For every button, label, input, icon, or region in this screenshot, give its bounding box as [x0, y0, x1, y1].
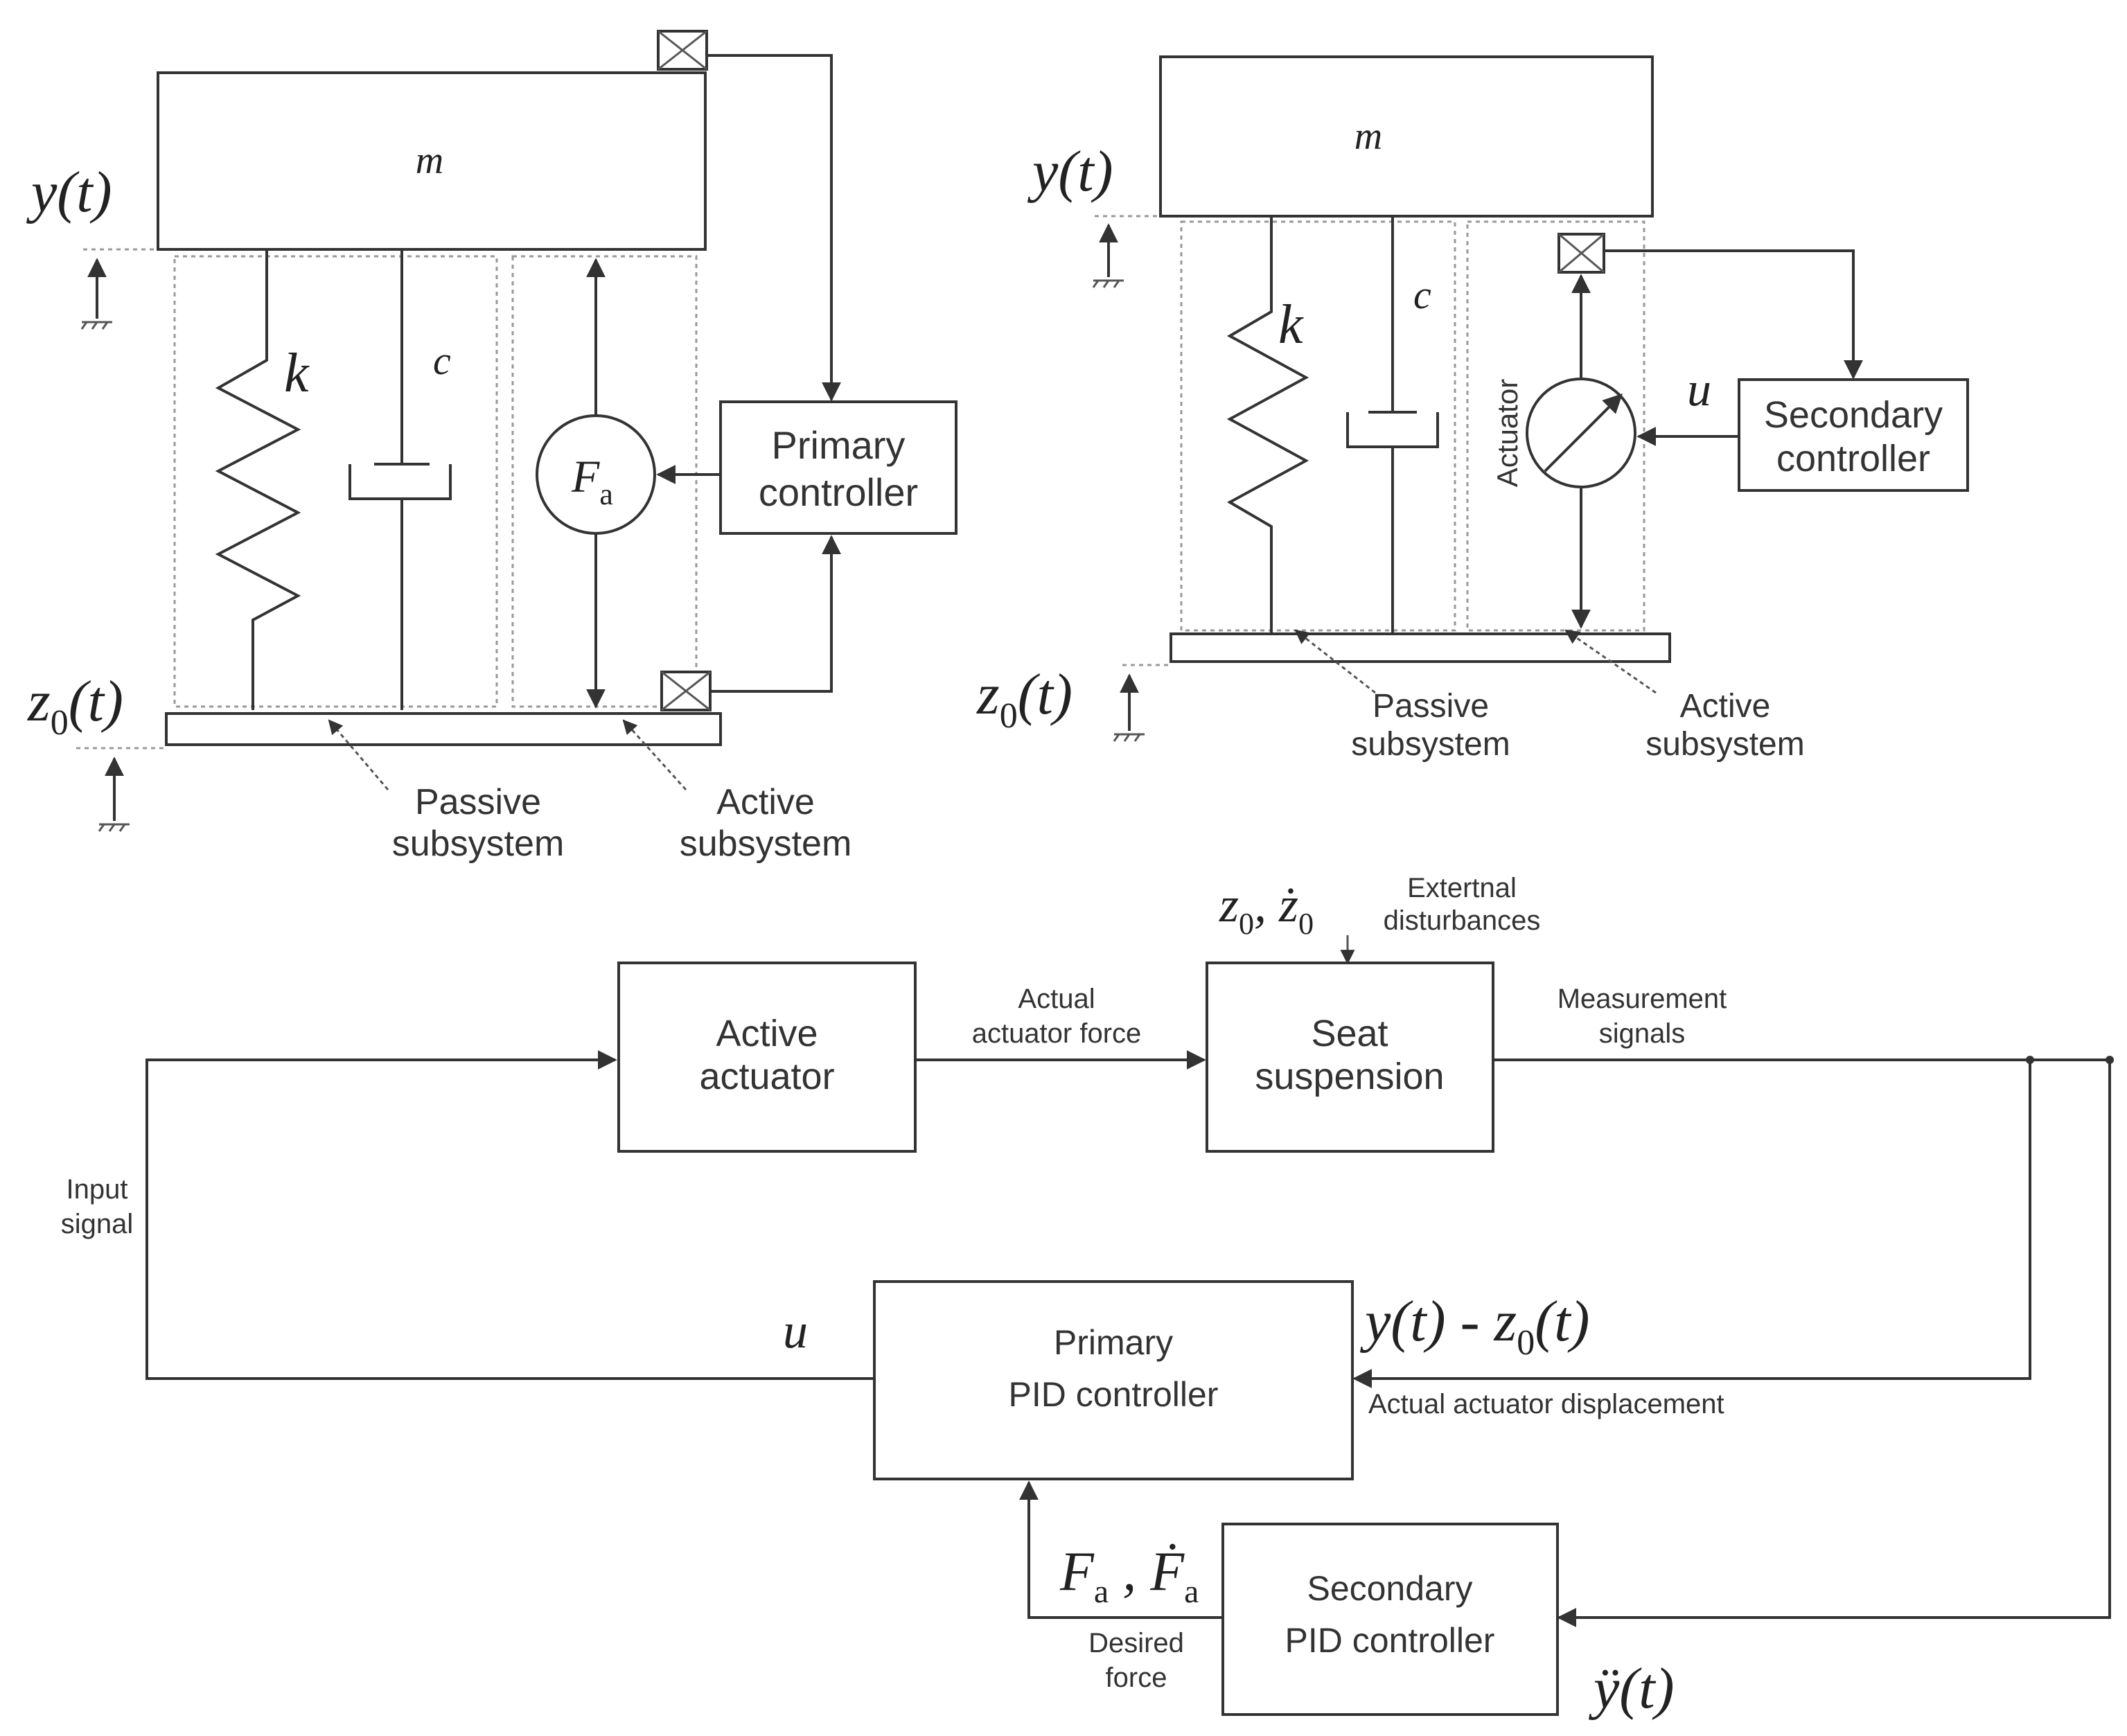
bottom-sensor-icon: [660, 671, 712, 711]
primary-controller-box: [719, 400, 957, 535]
input-label-2: signal: [61, 1209, 134, 1239]
displacement-expression: y(t) - z0(t): [1359, 1289, 1590, 1363]
u-label-right: u: [1687, 363, 1711, 416]
k-label-right: k: [1278, 294, 1304, 355]
sensor-to-controller-line: [707, 54, 841, 402]
mass-block: [157, 71, 707, 251]
primary-pid-line2: PID controller: [1009, 1375, 1219, 1414]
y-label-right: y(t): [1027, 139, 1113, 204]
damper-icon-right: [1346, 216, 1439, 634]
disturbance-label-2: disturbances: [1384, 905, 1541, 936]
secondary-controller-line1: Secondary: [1764, 394, 1943, 436]
k-label: k: [284, 343, 310, 404]
active-label-1: Active: [716, 782, 815, 822]
y-label: y(t): [26, 160, 112, 224]
spring-icon-right: [1226, 216, 1309, 634]
desired-label-2: force: [1106, 1663, 1167, 1693]
secondary-pid-line2: PID controller: [1285, 1621, 1495, 1660]
actuator-force-icon: [536, 414, 656, 535]
top-sensor-icon: [657, 30, 708, 71]
damper-icon: [348, 249, 452, 710]
seat-suspension-line2: suspension: [1255, 1056, 1444, 1097]
top-right-diagram: m y(t) k c Actuator z0(t): [976, 55, 1969, 763]
desired-label-1: Desired: [1088, 1628, 1184, 1658]
actuator-label: Actuator: [1491, 379, 1524, 487]
measurement-label-2: signals: [1599, 1018, 1686, 1049]
primary-controller-line2: controller: [759, 470, 918, 514]
passive-label-2: subsystem: [392, 824, 565, 864]
seat-suspension-box: [1206, 962, 1494, 1153]
seat-suspension-line1: Seat: [1311, 1013, 1388, 1054]
z0-label: z0(t): [27, 669, 123, 743]
mass-block-right: [1159, 55, 1654, 218]
secondary-controller-box: [1738, 378, 1969, 492]
primary-pid-line1: Primary: [1054, 1323, 1173, 1362]
fa-label: Fa: [571, 452, 613, 511]
passive-label-right-1: Passive: [1373, 688, 1489, 725]
actual-force-label-2: actuator force: [972, 1018, 1142, 1049]
force-sensor-icon: [1557, 233, 1605, 274]
ground-symbol: [80, 321, 112, 330]
secondary-pid-box: [1221, 1523, 1559, 1716]
active-label-2: subsystem: [680, 824, 852, 864]
displacement-feedback-line: [1352, 1060, 2031, 1388]
passive-subsystem-box: [173, 255, 498, 708]
mass-label: m: [416, 139, 443, 182]
c-label-right: c: [1413, 272, 1431, 317]
input-signal-line: [145, 1050, 874, 1380]
secondary-controller-line2: controller: [1776, 438, 1930, 479]
u-label: u: [783, 1303, 808, 1358]
displacement-label: Actual actuator displacement: [1368, 1389, 1724, 1419]
active-subsystem-box-right: [1466, 220, 1645, 632]
desired-force-line: [1019, 1480, 1223, 1619]
input-label-1: Input: [67, 1174, 128, 1205]
spring-icon: [215, 249, 301, 710]
actuator-gauge-icon: [1526, 378, 1636, 488]
active-actuator-line2: actuator: [699, 1056, 834, 1097]
acceleration-feedback-line: [1557, 1060, 2111, 1627]
primary-pid-box: [873, 1280, 1354, 1480]
base-plate-right: [1170, 632, 1671, 663]
passive-label-right-2: subsystem: [1351, 726, 1510, 763]
secondary-pid-line1: Secondary: [1307, 1569, 1472, 1608]
acceleration-label: ÿ(t): [1588, 1656, 1675, 1721]
passive-subsystem-box-right: [1180, 220, 1456, 632]
block-diagram: z0, ż0 Extertnal disturbances Active act…: [61, 873, 2114, 1721]
passive-label-1: Passive: [415, 782, 541, 822]
active-label-right-1: Active: [1680, 688, 1771, 725]
primary-controller-line1: Primary: [772, 423, 906, 467]
top-left-diagram: m y(t) k c Fa z0(t): [26, 30, 957, 864]
active-actuator-box: [617, 962, 917, 1153]
force-expression: Fa , Ḟa: [1059, 1541, 1199, 1610]
base-plate: [165, 712, 722, 746]
active-label-right-2: subsystem: [1645, 726, 1804, 763]
active-actuator-line1: Active: [716, 1013, 818, 1054]
measurement-label-1: Measurement: [1557, 984, 1727, 1014]
c-label: c: [433, 338, 451, 383]
mass-label-right: m: [1354, 115, 1382, 158]
z0-label-right: z0(t): [976, 662, 1073, 736]
disturbance-symbols: z0, ż0: [1219, 877, 1314, 941]
actual-force-label-1: Actual: [1018, 984, 1095, 1014]
disturbance-label-1: Extertnal: [1407, 873, 1517, 903]
